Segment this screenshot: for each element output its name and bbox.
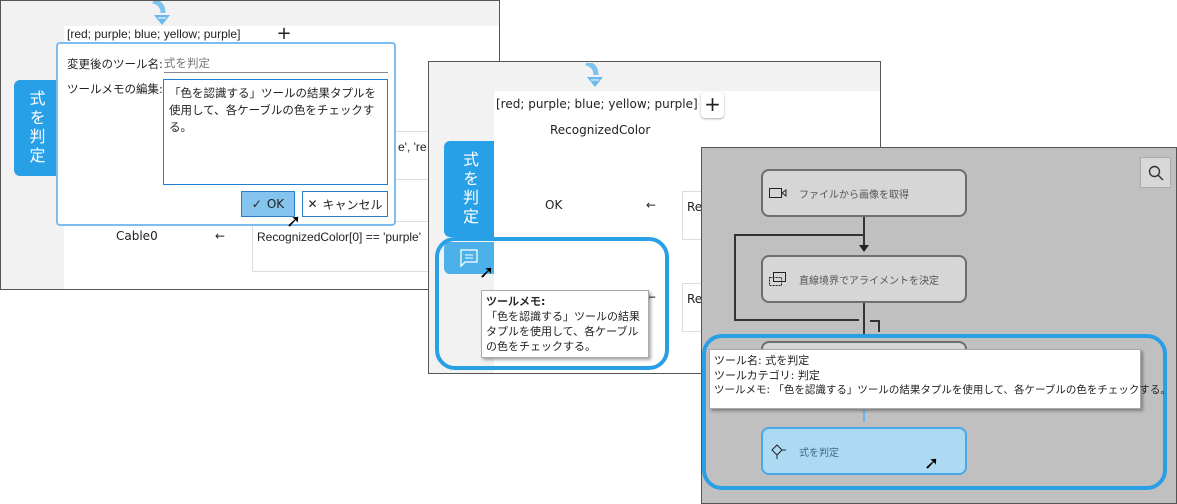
comment-icon [460,249,478,268]
connector [863,303,865,338]
connector [734,319,859,321]
flow-node[interactable]: 直線境界でアライメントを決定 [761,255,967,303]
row-arrow: ← [646,198,657,212]
memo-textarea[interactable]: 「色を認識する」ツールの結果タプルを使用して、各ケーブルの色をチェックする。 [163,79,388,185]
tool-tab[interactable]: 式を判定 [14,80,57,176]
tooltip-line: ツール名: 式を判定 [714,354,810,367]
row-arrow: ← [646,290,657,304]
cancel-label: キャンセル [322,197,383,212]
check-icon: ✓ [251,197,262,211]
name-label: 変更後のツール名: [67,57,163,71]
alignment-icon [769,272,786,286]
connector [870,320,880,322]
arrow-down-icon [859,245,869,252]
highlight-frame [702,334,1167,490]
mouse-cursor-icon: ➚ [924,453,940,474]
node-label: 式を判定 [799,447,839,459]
add-button[interactable]: + [701,92,724,118]
connector [878,320,880,332]
row-arrow: ← [215,229,226,243]
ok-button[interactable]: ✓ OK [241,191,295,217]
cancel-button[interactable]: ✕ キャンセル [302,191,388,217]
row-name: Cable0 [116,229,158,243]
connector [863,410,865,422]
connector [734,234,736,321]
memo-tooltip: ツールメモ: 「色を認識する」ツールの結果タプルを使用して、各ケーブルの色をチェ… [481,290,649,358]
flow-node-selected[interactable]: 式を判定 [761,427,967,475]
highlight-frame [435,237,669,370]
expression-cell[interactable]: RecognizedColor[0] == 'purple' [252,221,429,272]
tooltip-title: ツールメモ: [486,295,546,308]
tool-tab[interactable]: 式を判定 [444,141,494,237]
partial-cell-text: e', 're [398,140,427,154]
camera-icon [769,188,787,198]
mouse-cursor-icon: ➚ [286,211,302,232]
connector [863,217,865,247]
column-header: RecognizedColor [550,123,651,137]
node-tooltip: ツール名: 式を判定 ツールカテゴリ: 判定 ツールメモ: 「色を認識する」ツー… [709,349,1171,409]
mouse-cursor-icon: ➚ [479,262,495,283]
connector [734,234,864,236]
flow-in-arrow-icon [584,62,606,89]
ok-label: OK [266,197,285,211]
list-value: [red; purple; blue; yellow; purple] [496,97,698,111]
tooltip-line: ツールカテゴリ: 判定 [714,369,820,382]
tool-name-input[interactable] [164,54,388,73]
list-value: [red; purple; blue; yellow; purple] [67,27,241,41]
flow-node[interactable]: ファイルから画像を取得 [761,169,967,217]
memo-label: ツールメモの編集: [67,82,163,96]
decision-icon [771,444,786,459]
row-name: OK [545,198,563,212]
panel-1-editor: [red; purple; blue; yellow; purple] + 式を… [0,0,500,290]
tooltip-line: ツールメモ: 「色を認識する」ツールの結果タプルを使用して、各ケーブルの色をチェ… [714,384,1171,396]
tooltip-body: 「色を認識する」ツールの結果タプルを使用して、各ケーブルの色をチェックする。 [486,310,640,353]
flow-in-arrow-icon [151,1,173,27]
close-icon: ✕ [307,197,318,211]
panel-3-flowchart: ファイルから画像を取得 直線境界でアライメントを決定 式を判定 ツール名: 式を… [701,147,1177,504]
node-label: 直線境界でアライメントを決定 [799,275,939,287]
rename-dialog: 変更後のツール名: ツールメモの編集: 「色を認識する」ツールの結果タプルを使用… [56,42,396,226]
add-button[interactable]: + [273,25,295,43]
search-icon [1148,165,1163,180]
search-button[interactable] [1140,157,1171,188]
node-label: ファイルから画像を取得 [799,189,909,201]
